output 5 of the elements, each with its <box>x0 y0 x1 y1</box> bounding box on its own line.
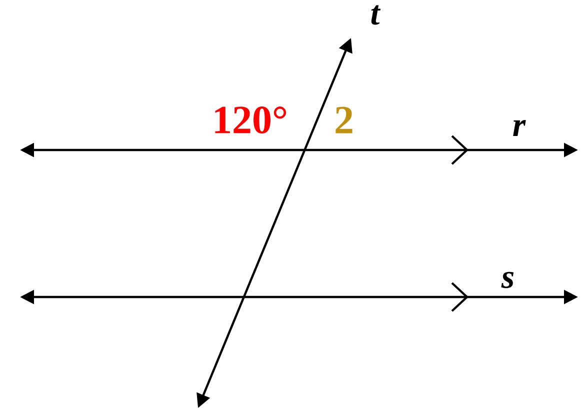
line-label: t <box>371 5 381 25</box>
line-label: s <box>501 272 514 288</box>
line-label: r <box>513 120 526 136</box>
angle-label: 2 <box>336 106 352 134</box>
angle-label: 120° <box>215 106 286 134</box>
